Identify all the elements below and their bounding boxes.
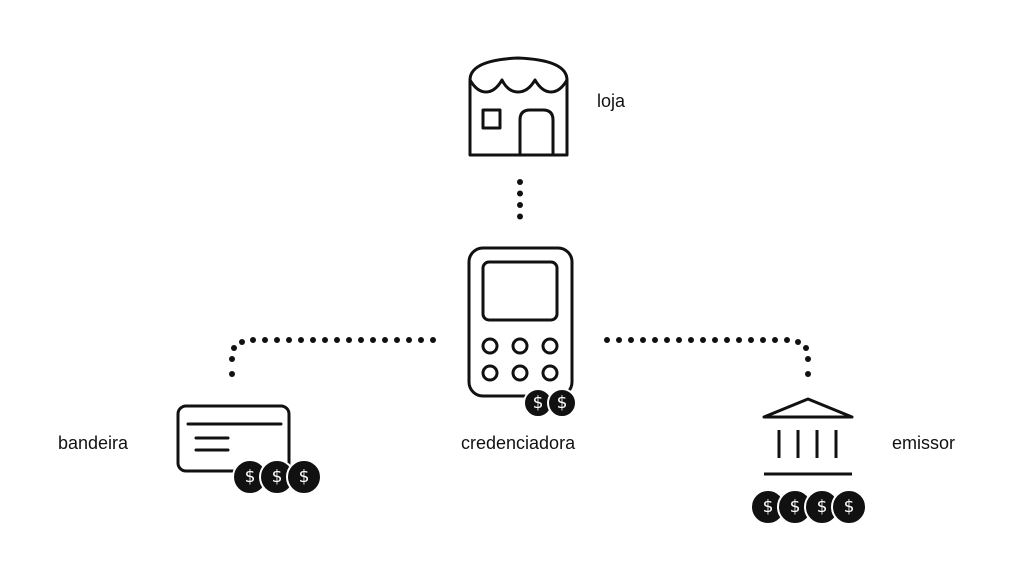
connector-credenciadora-emissor [604, 337, 811, 377]
coin-symbol: $ [272, 467, 283, 487]
card-terminal-icon [467, 246, 574, 398]
coin-icon: $ [523, 388, 553, 418]
storefront-icon [468, 56, 569, 157]
coin-symbol: $ [245, 467, 256, 487]
coin-icon: $ [286, 459, 322, 495]
connector-credenciadora-bandeira [229, 337, 436, 377]
label-emissor: emissor [892, 433, 956, 453]
connector-loja-credenciadora [517, 179, 523, 220]
coin-symbol: $ [763, 497, 774, 517]
credenciadora-coins: $ $ [523, 388, 577, 418]
bank-icon [762, 397, 854, 476]
label-credenciadora: credenciadora [461, 433, 576, 453]
label-bandeira: bandeira [58, 433, 129, 453]
coin-symbol: $ [557, 393, 568, 413]
emissor-coins: $ $ $ $ [750, 489, 867, 525]
coin-symbol: $ [844, 497, 855, 517]
coin-icon: $ [831, 489, 867, 525]
coin-symbol: $ [790, 497, 801, 517]
coin-symbol: $ [533, 393, 544, 413]
coin-icon: $ [547, 388, 577, 418]
coin-icon: $ [232, 459, 268, 495]
bandeira-coins: $ $ $ [232, 459, 322, 495]
label-loja: loja [597, 91, 626, 111]
coin-symbol: $ [299, 467, 310, 487]
coin-symbol: $ [817, 497, 828, 517]
